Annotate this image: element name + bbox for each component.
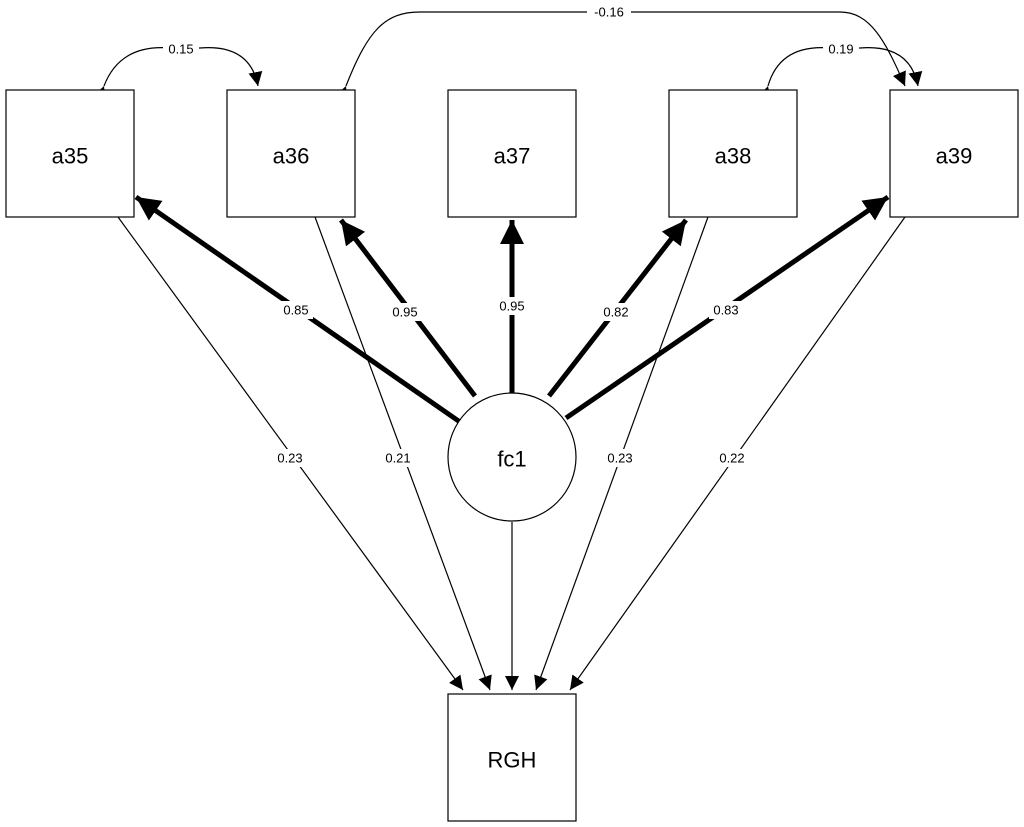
loading-a36-label: 0.95: [392, 305, 417, 320]
cov-a35-a36-label: 0.15: [168, 42, 193, 57]
label-bg: [388, 303, 422, 321]
loading-a38-label: 0.82: [603, 305, 628, 320]
node-a35-box: [5, 89, 135, 218]
node-a37-box: [447, 89, 577, 218]
node-rgh-label: RGH: [488, 748, 537, 773]
node-a36-box: [226, 89, 356, 218]
node-a39-label: a39: [936, 144, 973, 169]
node-a35-label: a35: [52, 144, 89, 169]
label-bg: [599, 303, 633, 321]
label-bg: [163, 41, 199, 57]
regression-a38-label: 0.23: [607, 451, 632, 466]
loading-a35-label: 0.85: [283, 303, 308, 318]
label-bg: [279, 301, 313, 319]
loading-a37-label: 0.95: [499, 299, 524, 314]
cov-a36-a39: [334, 11, 906, 102]
label-bg: [709, 301, 743, 319]
node-a36-label: a36: [273, 144, 310, 169]
node-fc1-circle: [447, 392, 577, 522]
label-bg: [587, 4, 631, 20]
regression-a39-label: 0.22: [719, 451, 744, 466]
label-bg: [823, 41, 859, 57]
node-fc1-label: fc1: [497, 447, 526, 472]
cov-a38-a39-label: 0.19: [828, 42, 853, 57]
regression-a36-label: 0.21: [385, 451, 410, 466]
regression-a35-label: 0.23: [277, 451, 302, 466]
node-rgh-box: [447, 693, 577, 822]
node-a38-box: [668, 89, 798, 218]
label-bg: [715, 449, 749, 467]
label-bg: [381, 449, 415, 467]
loading-a39-label: 0.83: [713, 303, 738, 318]
label-bg: [495, 297, 529, 315]
node-a39-box: [889, 89, 1019, 218]
label-bg: [603, 449, 637, 467]
label-bg: [273, 449, 307, 467]
node-a38-label: a38: [715, 144, 752, 169]
cov-a36-a39-label: -0.16: [594, 5, 624, 20]
node-a37-label: a37: [494, 144, 531, 169]
